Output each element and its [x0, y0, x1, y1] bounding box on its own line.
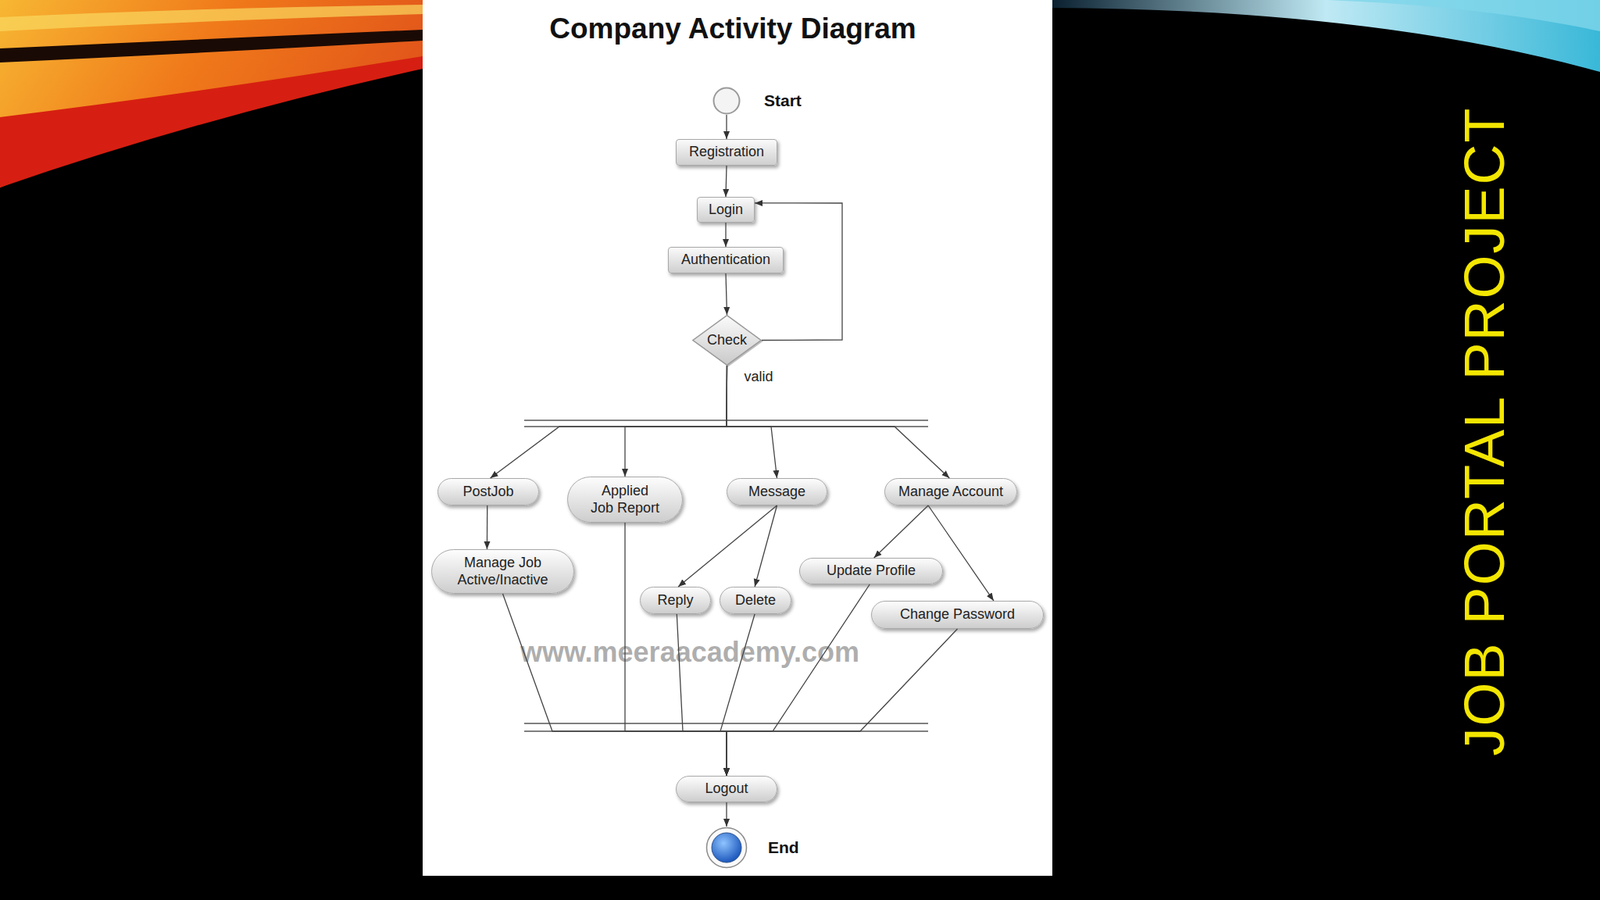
node-label: Delete	[735, 592, 776, 610]
flow-arrow	[874, 505, 929, 558]
flow-arrow	[503, 593, 728, 776]
process-box: Login	[696, 196, 755, 223]
red-streak	[0, 56, 423, 188]
node-label: Manage Job Active/Inactive	[444, 554, 562, 589]
node-label: Authentication	[681, 251, 771, 269]
cyan-swoosh	[1052, 0, 1600, 72]
activity-box: Change Password	[871, 600, 1044, 629]
node-label: Change Password	[900, 606, 1015, 624]
node-label: Applied Job Report	[589, 482, 661, 517]
node-label: Manage Account	[898, 483, 1004, 501]
flow-arrow	[725, 802, 727, 827]
end-circle	[705, 826, 748, 869]
flow-arrow	[928, 505, 994, 601]
flow-arrow	[726, 584, 870, 776]
end-node: End	[705, 826, 748, 869]
terminal-label: End	[767, 837, 800, 858]
process-box: Registration	[675, 139, 778, 166]
node-label: Check	[707, 332, 747, 350]
flow-arrow	[754, 505, 777, 587]
flow-arrow	[625, 365, 728, 477]
node-label: Login	[708, 201, 743, 219]
orange-swoosh	[0, 0, 423, 188]
flow-arrow	[725, 165, 727, 197]
node-label: PostJob	[462, 483, 514, 501]
yellow-streak	[0, 4, 423, 32]
flow-arrow	[726, 365, 778, 479]
activity-box: PostJob	[437, 478, 540, 506]
flow-arrow	[726, 365, 950, 479]
flow-arrow	[676, 614, 727, 776]
flow-arrow	[725, 222, 726, 247]
node-label: Registration	[689, 143, 765, 161]
activity-box: Manage Account	[884, 478, 1018, 506]
flow-arrow	[625, 522, 727, 776]
node-label: Message	[748, 483, 806, 501]
decision-diamond: Check	[692, 314, 762, 366]
guard-label: valid	[744, 368, 774, 386]
start-circle	[712, 86, 741, 115]
flow-arrow	[725, 114, 727, 140]
process-box: Authentication	[667, 246, 784, 274]
cyan-streak	[1328, 0, 1600, 32]
activity-box: Logout	[675, 775, 778, 803]
activity-box: Reply	[639, 586, 711, 615]
slide-title: JOB PORTAL PROJECT	[1452, 107, 1517, 757]
flow-arrow	[486, 505, 489, 550]
watermark: www.meeraacademy.com	[455, 635, 925, 669]
diagram-panel	[422, 0, 1053, 876]
flow-arrow	[754, 203, 843, 341]
flow-arrow	[725, 273, 728, 315]
activity-box: Message	[726, 478, 828, 506]
flow-arrow	[678, 505, 777, 587]
diagram-title: Company Activity Diagram	[422, 12, 1043, 46]
terminal-label: Start	[764, 90, 802, 111]
flow-arrow	[490, 365, 728, 479]
node-label: Reply	[657, 592, 693, 610]
activity-box: Applied Job Report	[567, 476, 683, 523]
start-node: Start	[712, 86, 741, 115]
activity-box: Manage Job Active/Inactive	[431, 549, 575, 594]
activity-box: Update Profile	[799, 557, 943, 585]
flow-arrow	[720, 614, 755, 776]
node-label: Update Profile	[826, 562, 916, 580]
activity-box: Delete	[719, 586, 792, 615]
dark-streak	[0, 29, 423, 63]
flow-arrow	[726, 628, 958, 776]
node-label: Logout	[704, 780, 748, 798]
